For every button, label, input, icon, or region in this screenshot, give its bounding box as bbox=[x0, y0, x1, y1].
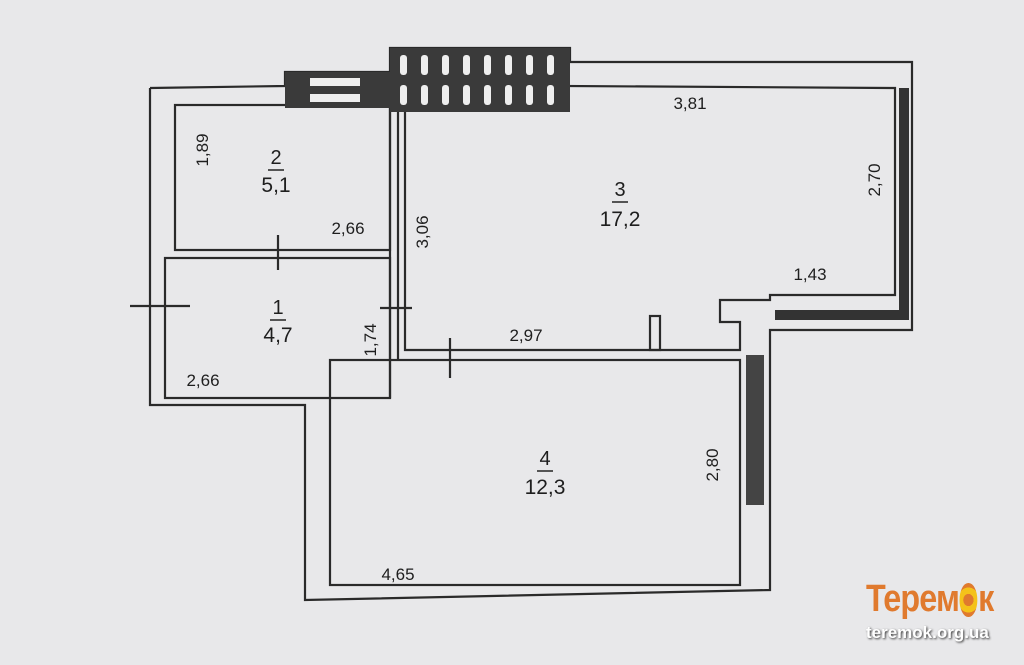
logo-url: teremok.org.ua bbox=[866, 623, 989, 642]
room-2-area: 5,1 bbox=[261, 174, 290, 197]
dim-room3-balcony: 1,43 bbox=[793, 265, 826, 284]
vent-cell bbox=[505, 85, 512, 105]
room-4-outline bbox=[328, 358, 742, 587]
vent-cell bbox=[547, 55, 554, 75]
room-3-outline bbox=[403, 83, 897, 352]
room-3-number: 3 bbox=[614, 179, 625, 201]
room-3-area: 17,2 bbox=[600, 208, 641, 231]
room-4-number: 4 bbox=[539, 448, 550, 470]
room-1-number: 1 bbox=[272, 297, 283, 319]
vent-cell bbox=[547, 85, 554, 105]
vent-cell bbox=[463, 85, 470, 105]
ventilation-block-large bbox=[390, 48, 570, 112]
vent-cell bbox=[421, 85, 428, 105]
ventilation-block-small bbox=[285, 72, 390, 108]
window-balcony bbox=[775, 310, 909, 320]
dim-room2-height: 1,89 bbox=[193, 133, 212, 166]
dim-room3-top: 3,81 bbox=[673, 94, 706, 113]
sun-icon bbox=[959, 582, 978, 617]
vent-cell bbox=[400, 55, 407, 75]
room-1-area: 4,7 bbox=[263, 324, 292, 347]
dim-room3-left: 3,06 bbox=[413, 215, 432, 248]
dim-room4-bottom: 4,65 bbox=[381, 565, 414, 584]
vent-cell bbox=[421, 55, 428, 75]
room-2-number: 2 bbox=[270, 147, 281, 169]
vent-cell bbox=[484, 55, 491, 75]
vent-cell bbox=[442, 85, 449, 105]
vent-cell bbox=[442, 55, 449, 75]
room-4-area: 12,3 bbox=[525, 476, 566, 499]
vent-cell bbox=[505, 55, 512, 75]
vent-cell bbox=[400, 85, 407, 105]
dim-room1-height: 1,74 bbox=[361, 323, 380, 356]
vent-cell bbox=[526, 55, 533, 75]
vent-cell bbox=[526, 85, 533, 105]
dim-room2-width: 2,66 bbox=[331, 219, 364, 238]
column bbox=[648, 314, 662, 352]
vent-cell bbox=[463, 55, 470, 75]
window-room-3 bbox=[899, 88, 909, 318]
dim-room3-bottom: 2,97 bbox=[509, 326, 542, 345]
dim-room3-right: 2,70 bbox=[865, 163, 884, 196]
window-room-4 bbox=[746, 355, 764, 505]
dim-room4-right: 2,80 bbox=[703, 448, 722, 481]
vent-cell bbox=[484, 85, 491, 105]
dim-room1-width: 2,66 bbox=[186, 371, 219, 390]
